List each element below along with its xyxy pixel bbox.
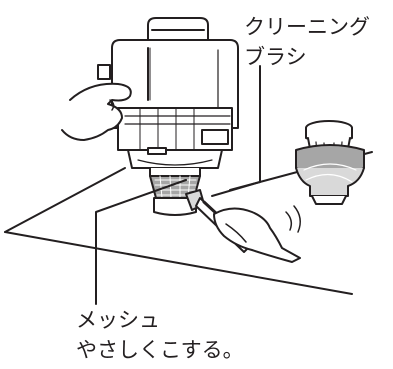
mesh-title: メッシュ — [76, 308, 160, 332]
mesh-filter-icon — [149, 175, 201, 216]
detached-filter-cup-icon — [295, 120, 365, 205]
mesh-instruction: やさしくこする。 — [76, 338, 244, 362]
leader-lines — [95, 65, 261, 305]
hand-holding-juicer-icon — [61, 82, 132, 141]
cleaning-brush-label: クリーニング ブラシ — [244, 12, 370, 72]
motion-lines-icon — [285, 205, 301, 233]
cleaning-brush-label-line2: ブラシ — [244, 45, 307, 69]
cleaning-brush-label-line1: クリーニング — [244, 15, 370, 39]
mesh-label: メッシュ やさしくこする。 — [76, 305, 244, 365]
juicer-unit-icon — [97, 17, 239, 177]
hand-with-brush-icon — [213, 207, 301, 263]
